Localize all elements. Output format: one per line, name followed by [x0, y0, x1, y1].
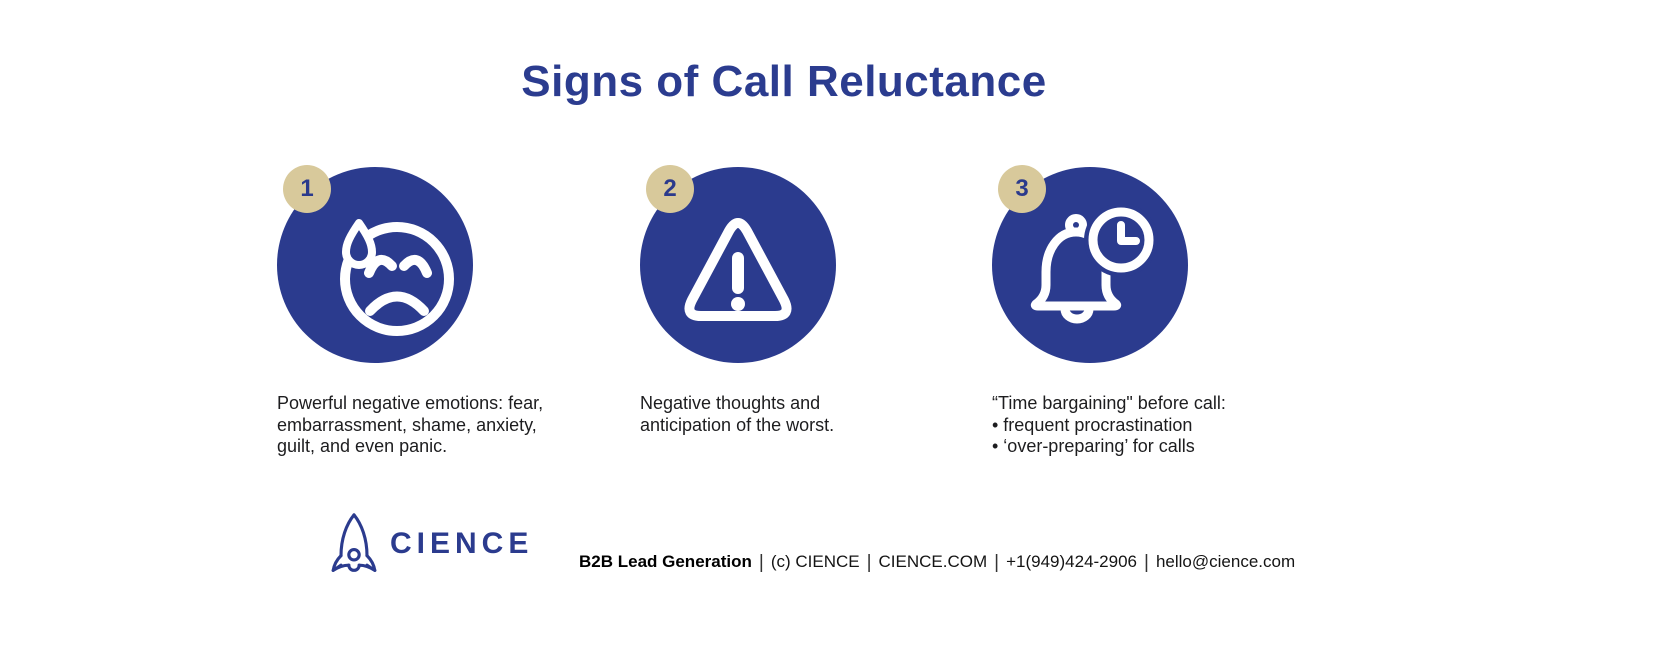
rocket-icon — [331, 513, 377, 572]
footer-separator: | — [994, 552, 1000, 573]
bell-clock-icon — [1030, 203, 1158, 324]
footer-separator: | — [866, 552, 872, 573]
sad-face-sweat-icon — [340, 219, 454, 336]
footer-website: CIENCE.COM — [878, 552, 988, 571]
sign-text-2: Negative thoughts and anticipation of th… — [640, 393, 835, 435]
footer-email: hello@cience.com — [1155, 552, 1296, 571]
page-title: Signs of Call Reluctance — [521, 57, 1047, 106]
brand-wordmark: CIENCE — [390, 527, 534, 560]
icon-circle-2: 2 — [640, 165, 836, 363]
footer-info: B2B Lead Generation | (c) CIENCE | CIENCE.CO… — [579, 551, 1295, 573]
footer-copyright: (c) CIENCE — [770, 552, 860, 571]
footer-separator: | — [1144, 552, 1149, 573]
sign-item-3: 3 “Time bargaining" before call: • frequ… — [992, 165, 1302, 458]
number-badge-3: 3 — [998, 165, 1046, 213]
footer-tagline: B2B Lead Generation — [579, 552, 752, 571]
sign-item-1: 1 Powerful negative emotions: fear, emba… — [277, 165, 587, 458]
icon-circle-3: 3 — [992, 165, 1188, 363]
footer-phone: +1(949)424-2906 — [1006, 552, 1138, 571]
number-badge-2: 2 — [646, 165, 694, 213]
number-badge-1: 1 — [283, 165, 331, 213]
icon-circle-1: 1 — [277, 165, 473, 363]
sign-item-2: 2 Negative thoughts and anticipation of … — [640, 165, 950, 436]
sign-text-1: Powerful negative emotions: fear, embarr… — [277, 393, 544, 456]
warning-triangle-icon — [684, 218, 792, 321]
footer-separator: | — [758, 552, 764, 573]
sign-text-3: “Time bargaining" before call: • frequen… — [992, 393, 1226, 456]
